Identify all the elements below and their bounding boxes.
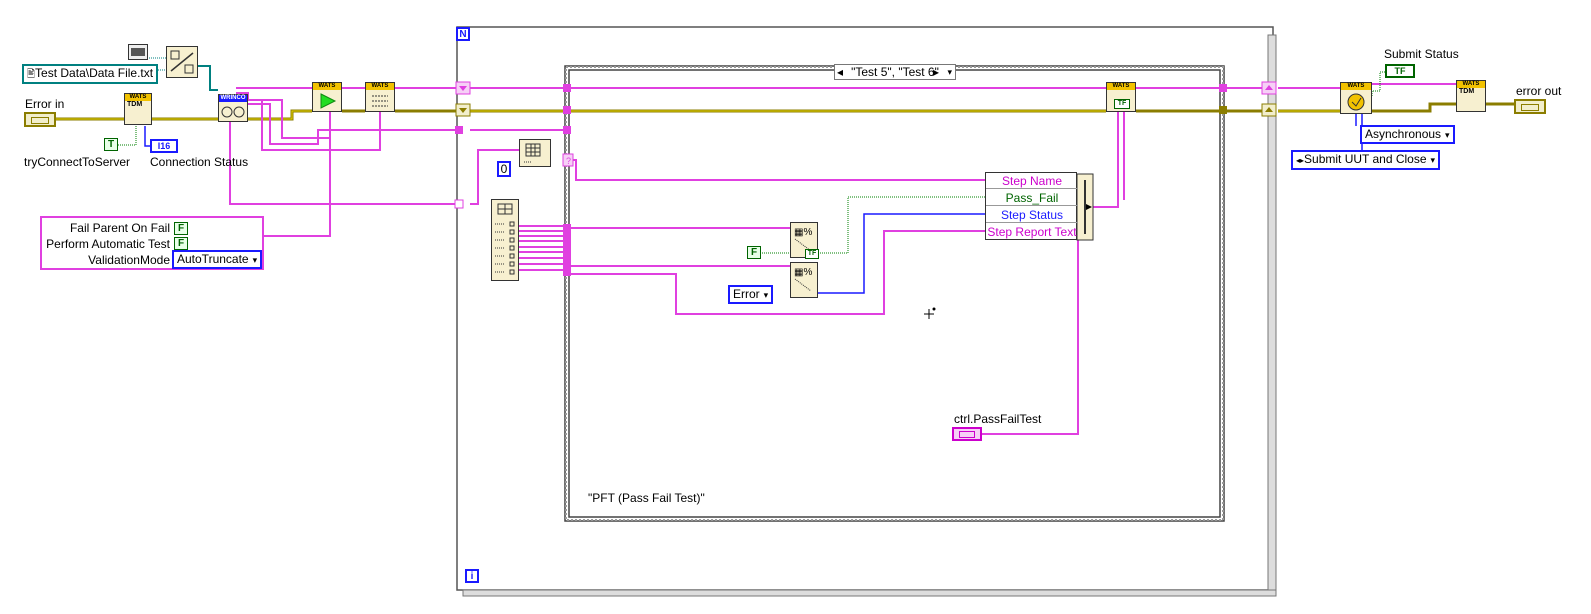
case-menu-button[interactable]: ▾ — [947, 67, 952, 77]
error-out-terminal[interactable] — [1514, 99, 1546, 114]
case-selector[interactable]: ◂ "Test 5", "Test 6" ▸ ▾ — [834, 64, 956, 80]
svg-text:▦%: ▦% — [794, 227, 812, 238]
folder-icon — [128, 44, 148, 60]
play-icon — [320, 93, 337, 109]
crosshair-cursor-icon — [924, 307, 936, 319]
ctrl-pass-fail-label: ctrl.PassFailTest — [954, 412, 1042, 426]
submit-uut-ring-constant[interactable]: ◂▸Submit UUT and Close▾ — [1291, 150, 1441, 170]
shift-register-left — [455, 81, 471, 117]
shift-register-right — [1261, 81, 1277, 117]
wats-tdm-close-node[interactable]: WATS TDM — [1456, 80, 1486, 112]
field-step-name[interactable]: Step Name — [986, 173, 1078, 189]
ctrl-pass-fail-terminal[interactable] — [952, 427, 982, 441]
tdm-text: TDM — [127, 101, 143, 108]
field-step-report-text[interactable]: Step Report Text — [987, 225, 1077, 239]
perform-auto-constant[interactable]: F — [174, 237, 188, 250]
try-connect-label: tryConnectToServer — [24, 155, 131, 169]
glasses-icon — [221, 106, 245, 118]
error-wire — [40, 102, 1514, 121]
submit-status-indicator[interactable]: TF — [1385, 64, 1415, 78]
case-structure-frame[interactable] — [564, 65, 1225, 522]
error-ring-constant[interactable]: Error▾ — [728, 285, 774, 304]
settings-perform-auto-label: Perform Automatic Test — [46, 237, 170, 251]
ring-increment-icon: ◂▸ — [1296, 156, 1305, 165]
index-array-node[interactable] — [519, 139, 551, 167]
build-path-node[interactable] — [166, 46, 198, 78]
format-bool-tf: TF — [805, 249, 819, 259]
case-next-button[interactable]: ▸ — [932, 65, 939, 79]
async-ring-constant[interactable]: Asynchronous▾ — [1360, 125, 1455, 144]
format-enum-node[interactable]: ▦% — [790, 262, 818, 298]
path-constant[interactable]: 🖹Test Data\Data File.txt — [22, 64, 159, 84]
case-selector-value: "Test 5", "Test 6" — [851, 65, 939, 79]
submit-icon — [1347, 93, 1365, 111]
error-out-label: error out — [1516, 84, 1562, 98]
format-bool-node[interactable]: ▦% TF — [790, 222, 819, 259]
tdm-close-text: TDM — [1459, 88, 1475, 95]
submit-status-label: Submit Status — [1384, 47, 1459, 61]
error-in-label: Error in — [25, 97, 65, 111]
wats-tdm-connect-node[interactable]: WATS TDM — [124, 93, 152, 125]
format-icon: ▦% — [794, 267, 812, 292]
validation-mode-ring[interactable]: AutoTruncate▾ — [172, 250, 263, 269]
unbundle-icon — [495, 203, 515, 275]
wats-start-node[interactable]: WATS — [312, 82, 342, 112]
fail-parent-constant[interactable]: F — [174, 222, 188, 235]
build-path-icon — [170, 50, 194, 74]
for-loop-frame[interactable] — [456, 26, 1277, 597]
svg-text:?: ? — [566, 156, 571, 166]
wats-list-node[interactable]: WATS — [365, 82, 395, 112]
settings-validation-label: ValidationMode — [88, 253, 170, 267]
case-selector-terminal: ? — [562, 153, 574, 167]
connection-status-indicator[interactable]: I16 — [150, 139, 178, 153]
field-step-status[interactable]: Step Status — [986, 207, 1078, 223]
wats-submit-node[interactable]: WATS — [1340, 82, 1372, 114]
loop-count-terminal[interactable]: N — [456, 27, 470, 41]
path-icon: 🖹 — [27, 69, 36, 80]
pass-fail-false-constant[interactable]: F — [747, 246, 761, 259]
cluster-wires — [229, 83, 1456, 435]
grid-icon — [524, 143, 541, 163]
tunnels — [454, 84, 1227, 276]
add-step-tf: TF — [1114, 99, 1130, 109]
bundle-by-name-node[interactable]: Step Name Pass_Fail Step Status Step Rep… — [985, 172, 1078, 240]
settings-cluster-constant[interactable]: Fail Parent On Fail F Perform Automatic … — [40, 216, 264, 270]
wireio-node[interactable]: WRINCO — [218, 94, 248, 122]
list-icon — [372, 95, 388, 107]
field-pass-fail[interactable]: Pass_Fail — [986, 190, 1078, 206]
bool-wires — [118, 57, 1386, 254]
settings-fail-parent-label: Fail Parent On Fail — [69, 221, 170, 235]
index-zero-constant[interactable]: 0 — [497, 161, 511, 177]
unbundle-array-node[interactable] — [491, 199, 519, 281]
loop-index-terminal: i — [465, 569, 479, 583]
connection-status-label: Connection Status — [150, 155, 249, 169]
wats-add-step-node[interactable]: WATS TF — [1106, 82, 1136, 112]
try-connect-true-constant[interactable]: T — [104, 138, 118, 151]
error-in-terminal[interactable] — [24, 112, 56, 127]
bundle-output-arrow — [1076, 173, 1094, 241]
case-subdiagram-label: "PFT (Pass Fail Test)" — [588, 491, 705, 505]
svg-text:▦%: ▦% — [794, 267, 812, 278]
case-prev-button[interactable]: ◂ — [837, 65, 844, 79]
